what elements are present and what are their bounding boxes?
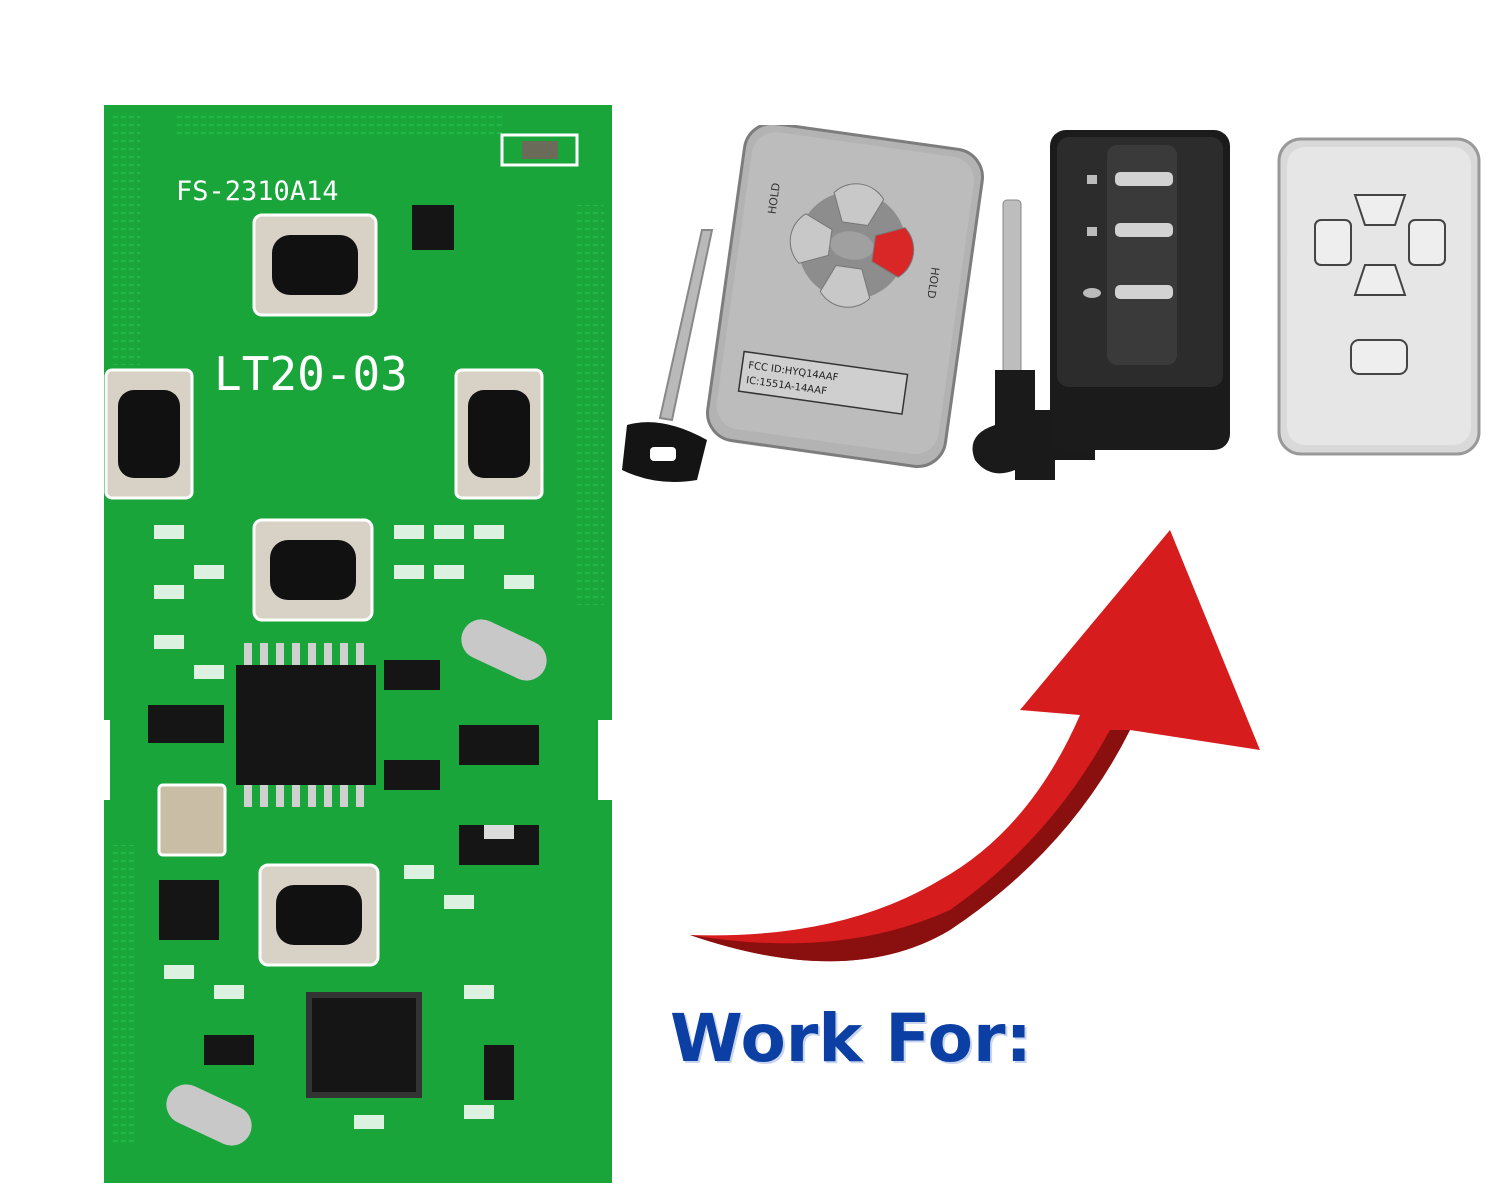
work-for-caption: Work For: bbox=[670, 1000, 1032, 1077]
pcb-switch bbox=[258, 863, 380, 967]
pcb-switch bbox=[252, 518, 374, 622]
pcb-board-image: FS-2310A14 LT20-03 bbox=[104, 105, 612, 1183]
pcb-switch bbox=[104, 368, 194, 500]
emergency-key-with-head bbox=[972, 199, 1095, 485]
silver-smart-key: HOLD HOLD FCC ID:HYQ14AAF IC:1551A-14AAF bbox=[706, 125, 984, 469]
silver-van-smart-key bbox=[1277, 137, 1481, 456]
pcb-switch bbox=[252, 213, 378, 317]
pcb-switch bbox=[454, 368, 544, 500]
hold-label-left: HOLD bbox=[766, 182, 783, 215]
hold-label-right: HOLD bbox=[924, 266, 941, 299]
pcb-board-label: LT20-03 bbox=[214, 347, 408, 401]
pcb-main-chip bbox=[236, 643, 376, 807]
emergency-key-blade bbox=[622, 229, 714, 483]
red-arrow-graphic bbox=[690, 530, 1260, 962]
black-smart-key bbox=[1050, 130, 1230, 450]
pcb-model-label: FS-2310A14 bbox=[176, 176, 339, 207]
